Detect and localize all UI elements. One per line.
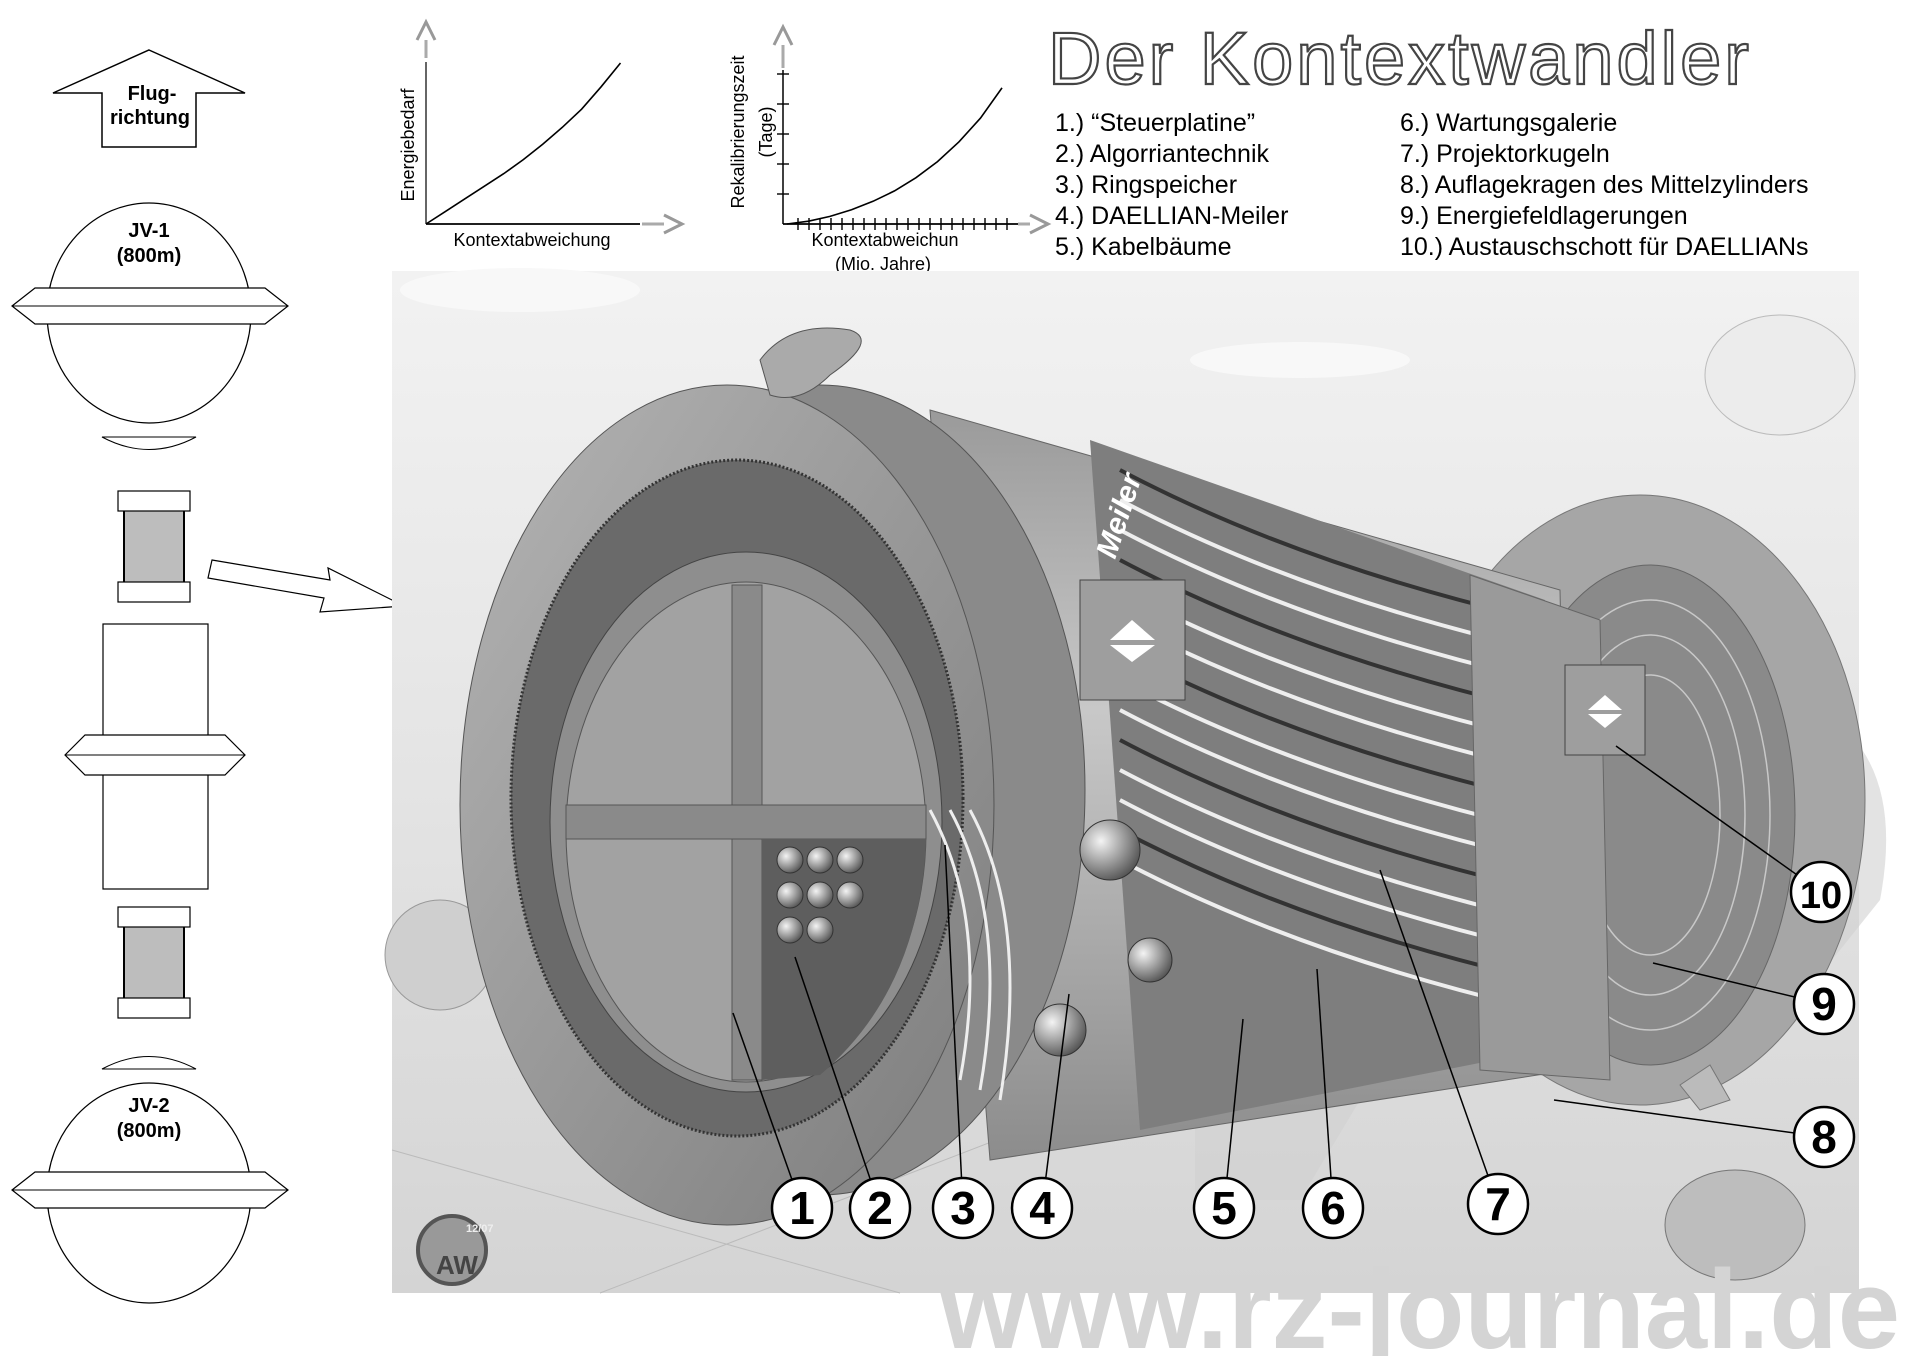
callout-circle <box>1789 860 1853 924</box>
daellian-figure <box>1679 1064 1731 1111</box>
callout-circle <box>1010 1176 1074 1240</box>
callout-leader-line <box>1379 869 1499 1205</box>
callout-7: 7 <box>1379 869 1530 1236</box>
callout-number: 7 <box>1485 1178 1511 1230</box>
callout-circle <box>1792 972 1856 1036</box>
callout-leader-line <box>794 956 881 1209</box>
ship-jv2-size: (800m) <box>117 1120 181 1142</box>
ship-jv1: JV-1 (800m) <box>11 202 289 424</box>
watermark: www.rz-journal.de <box>939 1247 1900 1356</box>
cutaway-illustration: Meiler <box>384 268 1887 1294</box>
legend-item: 6.) Wartungsgalerie <box>1400 109 1617 137</box>
logo-initials: AW <box>436 1250 478 1280</box>
cable-bundle <box>1119 798 1541 952</box>
callout-number: 6 <box>1320 1182 1346 1234</box>
callout-number: 8 <box>1811 1111 1837 1163</box>
chart2-line <box>786 87 1003 225</box>
cloud <box>400 268 640 312</box>
cable-bundle <box>1119 858 1541 1012</box>
callout-leader-line <box>1615 745 1822 893</box>
legend-item: 8.) Auflagekragen des Mittelzylinders <box>1400 171 1809 199</box>
callout-number: 9 <box>1811 978 1837 1030</box>
callout-circle <box>848 1176 912 1240</box>
alien-creature <box>759 327 862 398</box>
flight-direction-label-1: Flug- <box>128 83 177 105</box>
ship-jv1-name: JV-1 <box>128 220 169 242</box>
flight-direction-label-2: richtung <box>110 107 190 129</box>
callout-number: 5 <box>1211 1182 1237 1234</box>
page-title: Der Kontextwandler <box>1048 17 1752 100</box>
callout-6: 6 <box>1301 968 1365 1240</box>
legend-left: 1.) “Steuerplatine” 2.) Algorriantechnik… <box>1055 109 1288 261</box>
small-cylinder-upper <box>117 490 191 603</box>
chart2-xlabel: Kontextabweichun <box>811 230 958 250</box>
callout-1: 1 <box>732 1012 834 1240</box>
callout-leader-line <box>732 1012 803 1209</box>
chart1-line <box>425 62 622 225</box>
callout-leader-line <box>1316 968 1334 1209</box>
small-cylinder-lower <box>117 906 191 1019</box>
access-panel <box>1079 579 1646 756</box>
callout-number: 10 <box>1800 875 1842 917</box>
legend-item: 4.) DAELLIAN-Meiler <box>1055 202 1288 230</box>
cable-bundle <box>1119 828 1541 982</box>
legend-right: 6.) Wartungsgalerie 7.) Projektorkugeln … <box>1400 109 1809 261</box>
artist-logo: 12/07 AW <box>416 1214 494 1286</box>
legend-item: 2.) Algorriantechnik <box>1055 140 1270 168</box>
ship-jv2-name: JV-2 <box>128 1095 169 1117</box>
cable-bundle <box>1119 768 1541 922</box>
legend-item: 7.) Projektorkugeln <box>1400 140 1610 168</box>
chart1-xlabel: Kontextabweichung <box>453 230 610 250</box>
callout-10: 10 <box>1615 745 1853 924</box>
lens-segment-lower <box>101 1056 197 1070</box>
legend-item: 3.) Ringspeicher <box>1055 171 1237 199</box>
callout-number: 4 <box>1029 1182 1055 1234</box>
callout-leader-line <box>944 844 964 1209</box>
callout-circle <box>931 1176 995 1240</box>
ship-jv1-size: (800m) <box>117 245 181 267</box>
callout-number: 2 <box>867 1182 893 1234</box>
callout-circle <box>770 1176 834 1240</box>
callout-5: 5 <box>1192 1018 1256 1240</box>
callout-4: 4 <box>1010 993 1074 1240</box>
ship-jv2: JV-2 (800m) <box>11 1082 289 1304</box>
callout-2: 2 <box>794 956 912 1240</box>
legend-item: 9.) Energiefeldlagerungen <box>1400 202 1688 230</box>
callout-circle <box>1792 1105 1856 1169</box>
distant-ship <box>1704 314 1856 436</box>
chart1-ylabel: Energiebedarf <box>398 87 418 201</box>
callout-circle <box>1466 1172 1530 1236</box>
callout-9: 9 <box>1652 962 1856 1036</box>
callout-leader-line <box>1553 1099 1825 1138</box>
lens-segment-upper <box>101 436 197 450</box>
chart2-ylabel-unit: (Tage) <box>756 106 776 157</box>
legend-item: 5.) Kabelbäume <box>1055 233 1232 261</box>
callout-8: 8 <box>1553 1099 1856 1169</box>
logo-date: 12/07 <box>466 1223 494 1235</box>
chart-energy-demand: Energiebedarf Kontextabweichung <box>398 18 686 250</box>
pointer-arrow <box>207 559 407 613</box>
legend-item: 10.) Austauschschott für DAELLIANs <box>1400 233 1809 261</box>
flight-direction-arrow: Flug- richtung <box>52 49 246 148</box>
legend-item: 1.) “Steuerplatine” <box>1055 109 1255 137</box>
cloud <box>1190 342 1410 378</box>
callout-3: 3 <box>931 844 995 1240</box>
chart-recalibration-time: Rekalibrierungszeit (Tage) Kontextabweic… <box>728 23 1052 274</box>
chart2-ylabel: Rekalibrierungszeit <box>728 55 748 208</box>
callout-number: 1 <box>789 1182 815 1234</box>
callout-leader-line <box>1223 1018 1244 1209</box>
chart2-xlabel-unit: (Mio. Jahre) <box>835 254 931 274</box>
central-cylinder <box>64 623 246 890</box>
callout-circle <box>1301 1176 1365 1240</box>
small-vehicle <box>1664 1169 1806 1281</box>
callout-circle <box>1192 1176 1256 1240</box>
callout-leader-line <box>1041 993 1070 1209</box>
callout-number: 3 <box>950 1182 976 1234</box>
